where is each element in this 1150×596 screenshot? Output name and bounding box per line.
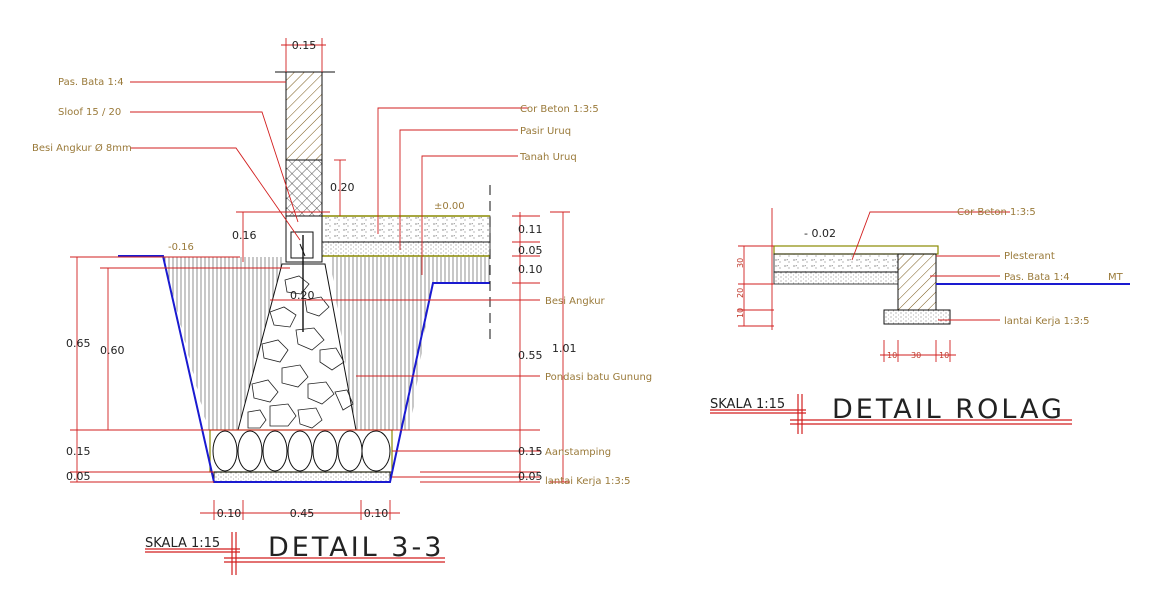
rolag-label-pas-bata: Pas. Bata 1:4 [1004, 272, 1070, 283]
rolag-dim-h10a: 10 [887, 351, 897, 360]
rolag-label-plesterant: Plesterant [1004, 251, 1055, 262]
label-aanstamping: Aanstamping [545, 447, 611, 458]
dim-r055: 0.55 [518, 349, 543, 362]
stone-pattern [247, 275, 354, 429]
label-cor-beton: Cor Beton 1:3:5 [520, 104, 599, 115]
dim-r010: 0.10 [518, 263, 543, 276]
sloof-beam [285, 159, 323, 217]
rolag-level: - 0.02 [804, 227, 836, 240]
leaders-3-3 [70, 38, 570, 520]
label-lantai-kerja: lantai Kerja 1:3:5 [545, 476, 630, 487]
rolag-lantai-kerja [883, 309, 951, 325]
dim-b010a: 0.10 [217, 507, 242, 520]
dim-h020: 0.20 [330, 181, 355, 194]
dim-w020: 0.20 [290, 289, 315, 302]
rolag-dim-v10: 10 [736, 308, 745, 318]
ground-line [118, 255, 490, 483]
label-pas-bata: Pas. Bata 1:4 [58, 77, 124, 88]
dim-h016: 0.16 [232, 229, 257, 242]
label-pasir-uruq: Pasir Uruq [520, 126, 571, 137]
label-sloof: Sloof 15 / 20 [58, 107, 121, 118]
label-tanah-uruq: Tanah Uruq [519, 152, 577, 163]
detail-3-3: Pas. Bata 1:4 Sloof 15 / 20 Besi Angkur … [32, 38, 652, 575]
dim-r101: 1.01 [552, 342, 577, 355]
cor-beton-layer [321, 215, 491, 243]
rolag-label-lantai-kerja: lantai Kerja 1:3:5 [1004, 316, 1089, 327]
brick-wall [285, 71, 323, 161]
rolag-dim-v30: 30 [736, 258, 745, 268]
scale-3-3: SKALA 1:15 [145, 536, 220, 551]
dim-r015: 0.15 [518, 445, 543, 458]
detail-rolag: - 0.02 Cor Beton 1:3:5 Plesterant Pas. B… [710, 207, 1130, 434]
dim-h060: 0.60 [100, 344, 125, 357]
label-pondasi: Pondasi batu Gunung [545, 372, 652, 383]
rolag-brick [897, 253, 937, 311]
dim-l015: 0.15 [66, 445, 91, 458]
dim-r005a: 0.05 [518, 244, 543, 257]
rolag-dim-v20: 20 [736, 288, 745, 298]
rolag-sand [773, 271, 899, 285]
level-zero: ±0.00 [434, 201, 465, 212]
dim-r011: 0.11 [518, 223, 543, 236]
rolag-label-cor-beton: Cor Beton 1:3:5 [957, 207, 1036, 218]
dim-top-width: 0.15 [292, 39, 317, 52]
lantai-kerja-layer [213, 471, 391, 483]
label-besi-angkur-top: Besi Angkur Ø 8mm [32, 142, 132, 154]
title-rolag: DETAIL ROLAG [832, 394, 1065, 425]
leaders-rolag [738, 208, 1010, 362]
rolag-fill [773, 253, 899, 273]
dim-r005b: 0.05 [518, 470, 543, 483]
dim-b010b: 0.10 [364, 507, 389, 520]
dim-h065: 0.65 [66, 337, 91, 350]
title-3-3: DETAIL 3-3 [268, 532, 444, 563]
dim-b045: 0.45 [290, 507, 315, 520]
scale-rolag: SKALA 1:15 [710, 397, 785, 412]
level-minus: -0.16 [168, 242, 194, 253]
rolag-dim-h10b: 10 [939, 351, 949, 360]
label-besi-angkur: Besi Angkur [545, 296, 606, 307]
aanstamping-stones [209, 429, 393, 473]
rolag-dim-h30: 30 [911, 351, 921, 360]
dim-l005: 0.05 [66, 470, 91, 483]
pasir-uruq-layer [321, 241, 491, 257]
rolag-label-mt: MT [1108, 272, 1124, 283]
